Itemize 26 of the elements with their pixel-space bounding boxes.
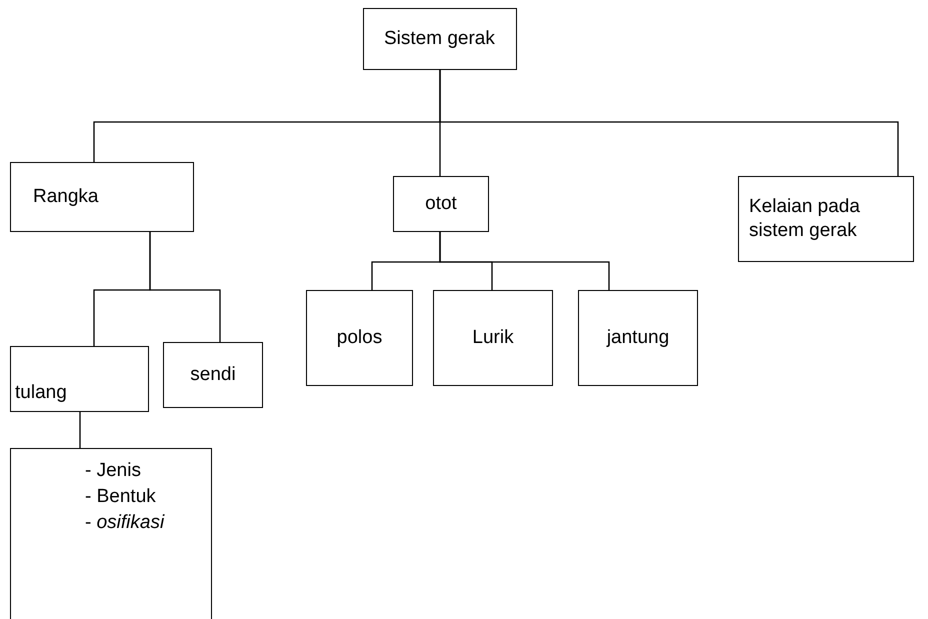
box-label: - Jenis (85, 459, 141, 483)
box-label: - osifikasi (85, 510, 164, 534)
concept-box (163, 342, 263, 408)
box-label: polos (336, 326, 382, 350)
concept-box (433, 290, 553, 386)
concept-box (10, 448, 212, 619)
concept-box (393, 176, 489, 232)
box-label: jantung (606, 326, 670, 350)
box-label: Lurik (472, 326, 514, 350)
connector-line (149, 232, 221, 342)
box-label: tulang (15, 381, 67, 405)
concept-box (578, 290, 698, 386)
box-label: Rangka (33, 185, 98, 209)
box-label: - Bentuk (85, 484, 156, 508)
connector-line (79, 412, 81, 448)
box-label: sendi (190, 363, 236, 387)
concept-box (10, 346, 149, 412)
concept-box (306, 290, 413, 386)
box-label: Sistem gerak (384, 27, 495, 51)
concept-box (10, 162, 194, 232)
box-label: otot (425, 192, 457, 216)
concept-box (738, 176, 914, 262)
connector-line (439, 70, 899, 176)
box-label: Kelaian pada sistem gerak (749, 195, 861, 243)
concept-box (363, 8, 517, 70)
connector-line (439, 232, 610, 290)
